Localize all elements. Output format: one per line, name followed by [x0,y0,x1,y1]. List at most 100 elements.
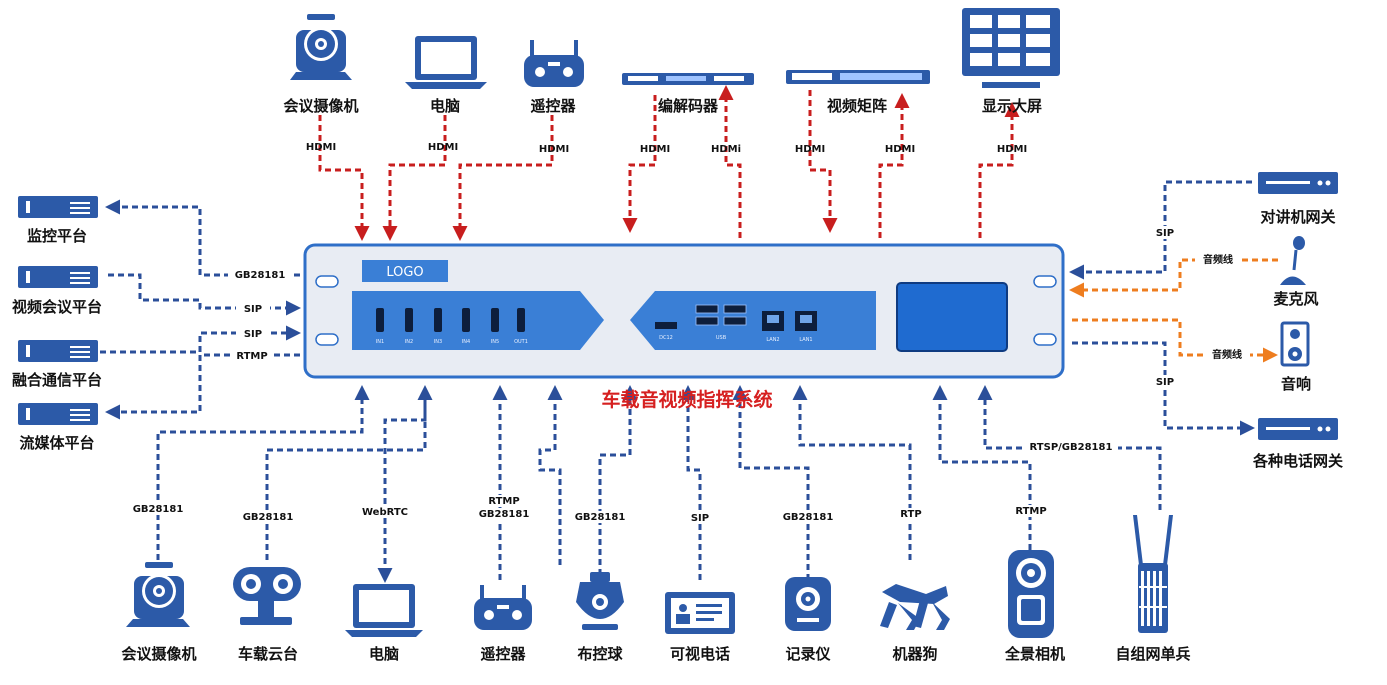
top-device-labels: 会议摄像机 电脑 遥控器 编解码器 视频矩阵 显示大屏 [283,97,1042,115]
video-phone-icon [665,592,735,634]
input-port-panel [352,291,604,350]
conference-camera-icon [290,14,352,80]
protocol-label: SIP [1156,228,1174,239]
hdmi-port-icon [491,308,499,332]
device-label: 麦克风 [1273,290,1318,308]
protocol-label: HDMI [997,144,1027,155]
device-label: 会议摄像机 [283,97,358,115]
platform-label: 监控平台 [27,227,87,245]
protocol-label: HDMI [539,144,569,155]
protocol-label: GB28181 [783,512,834,523]
lan-port-inner [800,315,812,323]
server-icon [18,340,98,362]
device-label: 记录仪 [785,645,831,663]
bottom-device-labels: 会议摄像机 车载云台 电脑 遥控器 布控球 可视电话 记录仪 机器狗 全景相机 … [121,645,1190,663]
device-label: 可视电话 [670,645,730,663]
command-system-chassis: LOGO IN1 IN2 IN3 IN4 IN5 OUT1 DC12 USB [303,243,1065,379]
protocol-label: RTMP [488,496,519,507]
device-label: 车载云台 [238,645,298,663]
hdmi-line-1 [318,115,370,241]
recorder-icon [785,577,831,631]
gateway-icon [1258,418,1338,440]
codec-rack-icon [622,73,754,85]
server-icon [18,403,98,425]
protocol-label: HDMI [885,144,915,155]
device-label: 显示大屏 [982,97,1042,115]
protocol-label: RTMP [1015,506,1046,517]
network-port-panel [630,291,876,350]
control-screen [896,282,1008,352]
protocol-label: RTSP/GB28181 [1030,442,1113,453]
port-label: USB [716,335,727,341]
protocol-label: GB28181 [235,270,286,281]
logo-text: LOGO [386,265,423,280]
protocol-label: WebRTC [362,507,408,518]
usb-port-icon [695,304,719,314]
device-label: 视频矩阵 [827,97,887,115]
hdmi-line-5 [718,85,742,238]
platform-label: 流媒体平台 [19,434,94,452]
mount-hole-icon [1033,333,1057,346]
usb-port-icon [723,316,747,326]
protocol-label: GB28181 [479,509,530,520]
port-label: IN1 [376,339,384,345]
right-protocol-labels: SIP 音频线 音频线 SIP [1151,226,1250,388]
hdmi-port-icon [517,308,525,332]
left-platforms: 监控平台 视频会议平台 融合通信平台 流媒体平台 [12,196,102,452]
hdmi-port-icon [376,308,384,332]
power-port-icon [655,322,677,329]
speaker-icon [1280,321,1310,367]
device-label: 全景相机 [1004,645,1065,663]
platform-label: 融合通信平台 [12,371,102,389]
protocol-label: HDMi [711,144,741,155]
logo-badge [362,260,448,282]
dome-camera-icon [576,572,624,630]
top-protocol-labels: HDMI HDMI HDMI HDMI HDMi HDMI HDMI HDMI [306,142,1027,155]
protocol-label: SIP [244,304,262,315]
server-icon [18,196,98,218]
mount-hole-icon [315,333,339,346]
protocol-label: SIP [1156,377,1174,388]
hdmi-line-4 [622,95,657,233]
hdmi-line-3 [452,115,554,241]
audio-lines [1069,258,1278,363]
vehicle-ptz-icon [233,567,301,625]
mesh-radio-icon [1133,515,1173,633]
device-label: 布控球 [577,645,623,663]
network-ports: DC12 USB LAN2 LAN1 [655,304,817,343]
laptop-icon [345,584,423,637]
device-label: 遥控器 [480,645,526,663]
port-label: LAN1 [799,337,812,343]
hdmi-port-icon [462,308,470,332]
port-label: IN2 [405,339,413,345]
hdmi-line-2 [382,115,447,241]
mount-hole-icon [1033,275,1057,288]
protocol-label: HDMI [795,144,825,155]
usb-port-icon [723,304,747,314]
protocol-label: HDMI [428,142,458,153]
usb-port-icon [695,316,719,326]
device-label: 编解码器 [658,97,719,115]
mount-hole-icon [315,275,339,288]
protocol-label: RTMP [236,351,267,362]
port-label: OUT1 [514,339,528,345]
left-protocol-labels: GB28181 SIP SIP RTMP [228,268,294,362]
device-label: 音响 [1281,375,1311,393]
protocol-label: GB28181 [133,504,184,515]
hdmi-lines [318,85,1020,241]
remote-controller-icon [474,585,532,630]
device-label: 会议摄像机 [121,645,196,663]
server-icon [18,266,98,288]
device-label: 对讲机网关 [1260,208,1335,226]
system-title: 车载音视频指挥系统 [601,388,772,411]
port-label: DC12 [659,335,673,341]
port-label: IN5 [491,339,499,345]
right-devices: 对讲机网关 麦克风 音响 各种电话网关 [1252,172,1343,470]
hdmi-port-icon [434,308,442,332]
panoramic-camera-icon [1008,550,1054,638]
device-label: 各种电话网关 [1252,452,1343,470]
hdmi-port-icon [405,308,413,332]
laptop-icon [405,36,487,89]
protocol-label: GB28181 [243,512,294,523]
